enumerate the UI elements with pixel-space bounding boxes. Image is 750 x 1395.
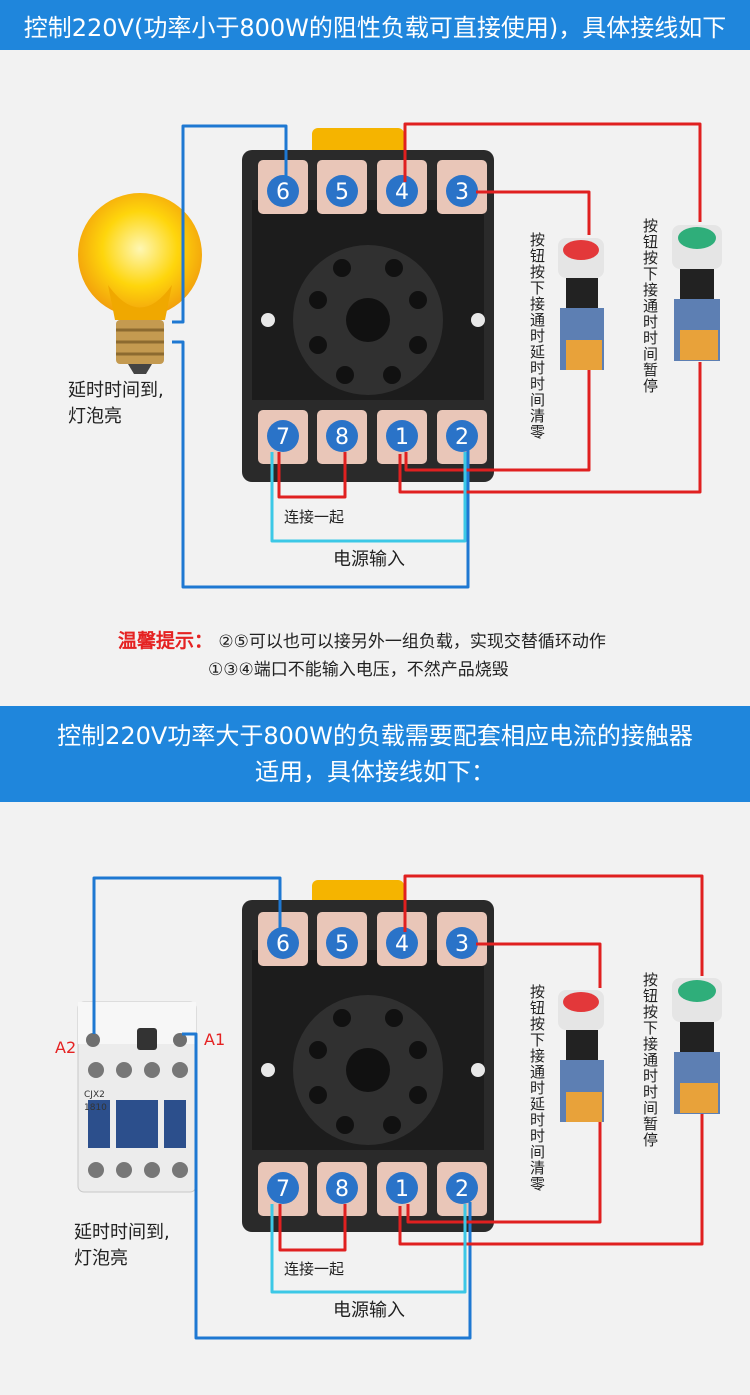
terminal-3: 3 (437, 160, 487, 214)
relay-wiring-diagram-1: 6 5 4 3 7 8 1 2 (78, 122, 722, 589)
terminal-3-b-label: 3 (455, 932, 469, 957)
section2-power-label: 电源输入 (333, 1300, 405, 1321)
section2-banner: 控制220V功率大于800W的负载需要配套相应电流的接触器 适用，具体接线如下： (0, 706, 750, 802)
terminal-7-label: 7 (276, 425, 290, 450)
section2-load-caption-line2: 灯泡亮 (74, 1248, 128, 1269)
section1-power-label: 电源输入 (333, 549, 405, 570)
terminal-7-b-label: 7 (276, 1177, 290, 1202)
section2-load-caption-line1: 延时时间到, (74, 1222, 170, 1243)
terminal-4-b: 4 (377, 912, 427, 966)
terminal-1-b: 1 (377, 1162, 427, 1216)
terminal-8-label: 8 (335, 425, 349, 450)
relay-wiring-diagram-2: 6 5 4 3 7 8 1 2 (77, 874, 722, 1340)
contactor-code: 1810 (84, 1103, 107, 1113)
section2-green-button-label: 按钮按下接通时时间暂停 (641, 972, 659, 1148)
terminal-7-b: 7 (258, 1162, 308, 1216)
terminal-8-b-label: 8 (335, 1177, 349, 1202)
section2-load-caption: 延时时间到, 灯泡亮 (74, 1220, 170, 1272)
terminal-5-b-label: 5 (335, 932, 349, 957)
section2-jumper-label: 连接一起 (284, 1260, 345, 1278)
wire-red-terminal3-to-red-button (476, 190, 591, 235)
contactor-model: CJX2 (84, 1090, 105, 1100)
red-push-button-icon (558, 238, 604, 370)
wire-blue-terminal6-to-bulb (172, 124, 288, 324)
terminal-8: 8 (317, 410, 367, 464)
terminal-6-b: 6 (258, 912, 308, 966)
red-push-button-icon-2 (558, 990, 604, 1122)
terminal-3-label: 3 (455, 180, 469, 205)
terminal-1-label: 1 (395, 425, 409, 450)
section2-banner-line1: 控制220V功率大于800W的负载需要配套相应电流的接触器 (57, 722, 693, 750)
wire-blue-bulb-to-terminal2 (172, 340, 470, 589)
terminal-5-label: 5 (335, 180, 349, 205)
wire-blue-a1-to-terminal2 (182, 1032, 472, 1340)
section1-load-caption: 延时时间到, 灯泡亮 (68, 378, 164, 430)
relay-socket-base-2 (242, 880, 494, 1232)
wire-red-green-button-to-terminal1 (398, 362, 702, 494)
green-push-button-icon (672, 225, 722, 361)
wiring (172, 122, 702, 589)
wire-red-terminal4-to-green-button (403, 122, 702, 222)
wire-cyan-power-input-2 (270, 1204, 467, 1294)
terminal-2-b-label: 2 (455, 1177, 469, 1202)
terminal-1: 1 (377, 410, 427, 464)
terminal-2: 2 (437, 410, 487, 464)
wire-red-green-button-to-terminal1-2 (398, 1114, 704, 1246)
contactor-a1-label: A1 (204, 1030, 226, 1049)
wire-red-jumper-7-8 (277, 452, 347, 499)
light-bulb-icon (78, 193, 202, 374)
contactor-a2-label: A2 (55, 1038, 77, 1057)
section1-red-button-label: 按钮按下接通时延时时间清零 (528, 232, 546, 440)
terminal-4: 4 (377, 160, 427, 214)
terminal-8-b: 8 (317, 1162, 367, 1216)
wire-red-terminal4-to-green-button-2 (403, 874, 704, 976)
wire-cyan-power-input (270, 452, 467, 543)
wire-red-red-button-to-terminal1 (404, 370, 591, 472)
terminal-3-b: 3 (437, 912, 487, 966)
section1-banner: 控制220V(功率小于800W的阻性负载可直接使用)，具体接线如下 (0, 0, 750, 50)
terminal-4-b-label: 4 (395, 932, 409, 957)
terminal-7: 7 (258, 410, 308, 464)
terminal-2-label: 2 (455, 425, 469, 450)
section1-jumper-label: 连接一起 (284, 508, 345, 526)
terminal-6-b-label: 6 (276, 932, 290, 957)
wire-blue-terminal6-to-a2 (92, 876, 282, 1034)
wiring-2 (92, 874, 704, 1340)
terminal-5-b: 5 (317, 912, 367, 966)
terminal-2-b: 2 (437, 1162, 487, 1216)
green-push-button-icon-2 (672, 978, 722, 1114)
section1-green-button-label: 按钮按下接通时时间暂停 (641, 218, 659, 394)
terminal-6: 6 (258, 160, 308, 214)
terminal-5: 5 (317, 160, 367, 214)
tip-line2: ①③④端口不能输入电压，不然产品烧毁 (208, 660, 509, 680)
relay-socket-base (242, 128, 494, 482)
wire-red-jumper-7-8-2 (278, 1204, 347, 1252)
terminal-1-b-label: 1 (395, 1177, 409, 1202)
section1-load-caption-line1: 延时时间到, (68, 380, 164, 401)
section1-banner-text: 控制220V(功率小于800W的阻性负载可直接使用)，具体接线如下 (23, 13, 727, 42)
wire-red-terminal3-to-red-button-2 (476, 942, 602, 988)
terminal-4-label: 4 (395, 180, 409, 205)
section1-load-caption-line2: 灯泡亮 (68, 406, 122, 427)
tip-line1: ②⑤可以也可以接另外一组负载，实现交替循环动作 (218, 632, 606, 652)
contactor-icon: CJX2 1810 (77, 1001, 197, 1193)
wire-red-red-button-to-terminal1-2 (406, 1122, 602, 1224)
tip-label: 温馨提示： (118, 630, 214, 652)
section2-banner-line2: 适用，具体接线如下： (255, 758, 495, 786)
section2-red-button-label: 按钮按下接通时延时时间清零 (528, 984, 546, 1192)
terminal-6-label: 6 (276, 180, 290, 205)
warm-tip: 温馨提示： ②⑤可以也可以接另外一组负载，实现交替循环动作 ①③④端口不能输入电… (118, 627, 606, 684)
